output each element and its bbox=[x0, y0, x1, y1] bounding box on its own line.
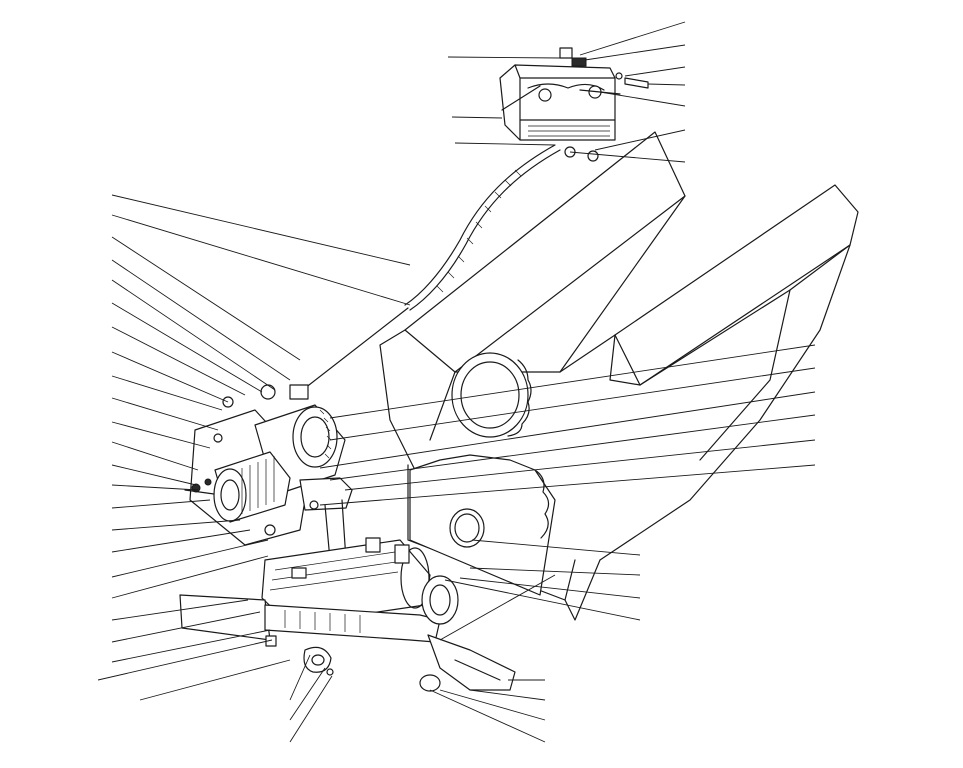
coolant-hose bbox=[299, 477, 353, 561]
blower-motor bbox=[184, 451, 291, 523]
fuel-line bbox=[299, 144, 561, 393]
cylinder-bore-opening bbox=[451, 352, 532, 438]
glow-plug bbox=[419, 634, 516, 692]
leader-lines bbox=[97, 21, 816, 743]
combustion-air-blower bbox=[222, 384, 309, 408]
hose-clamp bbox=[265, 635, 334, 676]
water-pump bbox=[261, 537, 431, 626]
control-box bbox=[499, 47, 649, 162]
rear-engine-cover bbox=[409, 454, 556, 596]
